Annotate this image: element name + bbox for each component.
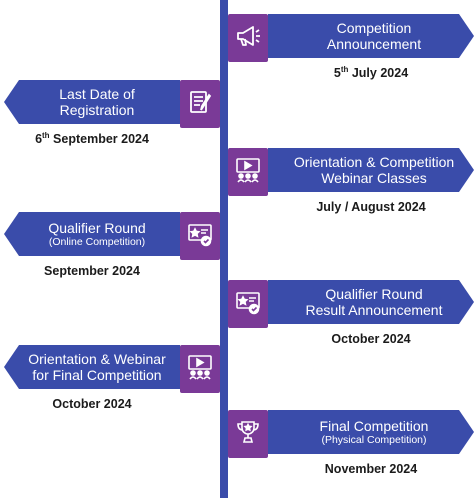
- event-title-line2: for Final Competition: [32, 367, 162, 383]
- event-date: November 2024: [268, 462, 474, 476]
- event-date: September 2024: [4, 264, 180, 278]
- event-date: 6th September 2024: [4, 130, 180, 146]
- event-title-line1: Competition: [336, 19, 412, 36]
- event-date: October 2024: [4, 397, 180, 411]
- event-date: October 2024: [268, 332, 474, 346]
- event-title-line1: Orientation & Competition: [293, 153, 455, 170]
- event-date-rest: July 2024: [348, 66, 409, 80]
- event-date: July / August 2024: [268, 200, 474, 214]
- timeline-event: Qualifier Round(Online Competition) Septe…: [0, 212, 220, 278]
- event-date-main: October 2024: [52, 397, 132, 411]
- event-title-line2: Announcement: [326, 36, 422, 52]
- event-date: 5th July 2024: [268, 64, 474, 80]
- form-clipboard-icon: [186, 88, 214, 121]
- trophy-icon: [234, 418, 262, 451]
- webinar-presentation-icon: [234, 156, 262, 189]
- event-icon-box: [228, 280, 268, 328]
- event-title-line1: Last Date of: [59, 85, 135, 102]
- certificate-badge-icon: [234, 288, 262, 321]
- event-date-ordinal: th: [42, 130, 50, 140]
- event-icon-box: [228, 410, 268, 458]
- webinar-presentation-icon: [186, 353, 214, 386]
- event-subtitle: (Online Competition): [48, 236, 146, 249]
- event-date-main: 5: [333, 66, 341, 80]
- event-date-main: November 2024: [324, 462, 418, 476]
- event-date-main: October 2024: [331, 332, 411, 346]
- timeline-event: Final Competition(Physical Competition) N…: [228, 410, 474, 476]
- event-title-line2: Result Announcement: [305, 302, 443, 318]
- event-title-line2: Webinar Classes: [321, 170, 427, 186]
- event-title-line2: Registration: [59, 102, 135, 118]
- event-icon-box: [228, 14, 268, 62]
- event-subtitle: (Physical Competition): [321, 434, 427, 447]
- event-date-main: September 2024: [44, 264, 140, 278]
- megaphone-icon: [234, 22, 262, 55]
- event-title-line1: Qualifier Round: [325, 285, 423, 302]
- event-icon-box: [180, 80, 220, 128]
- certificate-badge-icon: [186, 220, 214, 253]
- event-title-line1: Qualifier Round: [48, 219, 146, 236]
- event-icon-box: [180, 212, 220, 260]
- event-title-line1: Orientation & Webinar: [28, 350, 166, 367]
- event-icon-box: [228, 148, 268, 196]
- event-icon-box: [180, 345, 220, 393]
- event-date-ordinal: th: [340, 64, 349, 74]
- timeline-spine: [220, 0, 228, 498]
- event-arrow-banner: Final Competition(Physical Competition): [268, 410, 474, 454]
- event-date-main: July / August 2024: [316, 200, 426, 214]
- event-title-line1: Final Competition: [319, 417, 429, 434]
- event-date-rest: September 2024: [49, 132, 149, 146]
- event-date-main: 6: [35, 132, 43, 146]
- event-arrow-banner: Qualifier Round(Online Competition): [4, 212, 180, 256]
